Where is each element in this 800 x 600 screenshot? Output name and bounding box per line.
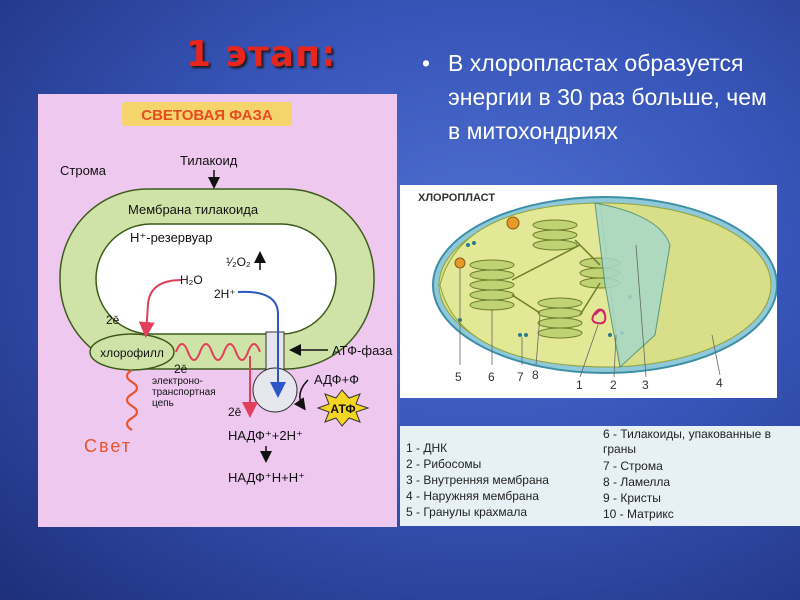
two-e-label-3: 2ē: [228, 405, 242, 419]
granum-2: [532, 219, 578, 251]
legend-item: 8 - Ламелла: [603, 475, 671, 489]
granum-4: [537, 297, 583, 339]
bullet-text: В хлоропластах образуется энергии в 30 р…: [448, 50, 767, 144]
chloroplast-diagram: ХЛОРОПЛАСТ: [400, 185, 777, 398]
stroma-label: Строма: [60, 163, 107, 178]
atp-synthase-head: [252, 367, 298, 413]
etc-label-line1: электроно-: [152, 376, 203, 387]
legend-item: 7 - Строма: [603, 459, 663, 473]
legend-item: 5 - Гранулы крахмала: [406, 505, 528, 519]
legend-item: 3 - Внутренняя мембрана: [406, 473, 549, 487]
h-reservoir-label: Н⁺-резервуар: [130, 230, 212, 245]
chloroplast-number-4: 4: [716, 376, 723, 390]
electron-chain-wave: [175, 343, 261, 361]
leader-lines: [459, 244, 721, 378]
legend-item: 4 - Наружняя мембрана: [406, 489, 539, 503]
bullet-dot: •: [422, 50, 431, 76]
light-phase-diagram: СВЕТОВАЯ ФАЗА Строма Тилакоид Мембрана т…: [38, 94, 397, 527]
atp-star: [316, 389, 370, 427]
dna: [591, 308, 607, 325]
light-wave: [125, 369, 139, 431]
chlorophyll-label: хлорофилл: [100, 346, 164, 360]
atp-phase-label: АТФ-фаза: [332, 343, 393, 358]
chloroplast-number-7: 7: [517, 370, 524, 384]
membrane-label: Мембрана тилакоида: [128, 202, 259, 217]
chloroplast-number-1: 1: [576, 378, 583, 392]
etc-label-line2: транспортная: [152, 387, 216, 398]
atp-synthase-stalk: [265, 331, 285, 371]
two-h-label: 2Н⁺: [214, 287, 236, 301]
electron-path-water: [138, 279, 183, 338]
legend-item: 1 - ДНК: [406, 441, 448, 455]
two-e-label-2: 2ē: [174, 362, 188, 376]
slide-title: 1 этап:: [186, 34, 337, 75]
oxygen-label: ¹⁄₂О₂: [226, 255, 251, 269]
legend-item: 10 - Матрикс: [603, 507, 674, 521]
adp-arrow: [293, 379, 309, 411]
adp-label: АДФ+Ф: [314, 372, 359, 387]
light-phase-svg: СВЕТОВАЯ ФАЗА Строма Тилакоид Мембрана т…: [59, 102, 393, 485]
legend-right-column: 6 - Тилакоиды, упакованные в граны 7 - С…: [603, 427, 799, 522]
chloroplast-heading: ХЛОРОПЛАСТ: [418, 192, 495, 204]
granum-1: [469, 259, 515, 311]
thylakoid-label: Тилакоид: [180, 153, 238, 168]
legend-item: 9 - Кристы: [603, 491, 661, 505]
light-label: Свет: [84, 436, 132, 456]
bullet-point: • В хлоропластах образуется энергии в 30…: [422, 46, 782, 148]
chloroplast-number-5: 5: [455, 370, 462, 384]
two-e-label-1: 2ē: [106, 313, 120, 327]
nadp-label-1: НАДФ⁺+2Н⁺: [228, 428, 303, 443]
chloroplast-svg: ХЛОРОПЛАСТ: [418, 192, 777, 392]
atp-label: АТФ: [330, 402, 355, 416]
starch-granule: [506, 216, 520, 230]
chloroplast-number-6: 6: [488, 370, 495, 384]
legend-item: 2 - Рибосомы: [406, 457, 482, 471]
legend-item: 6 - Тилакоиды, упакованные в граны: [603, 427, 771, 456]
nadp-label-2: НАДФ⁺Н+Н⁺: [228, 470, 305, 485]
starch-granule: [454, 257, 466, 269]
chloroplast-number-3: 3: [642, 378, 649, 392]
chloroplast-number-2: 2: [610, 378, 617, 392]
lamellae: [511, 239, 601, 316]
water-label: Н₂О: [180, 273, 203, 287]
chloroplast-legend: 1 - ДНК 2 - Рибосомы 3 - Внутренняя мемб…: [400, 426, 800, 526]
legend-left-column: 1 - ДНК 2 - Рибосомы 3 - Внутренняя мемб…: [406, 440, 549, 520]
light-phase-heading: СВЕТОВАЯ ФАЗА: [141, 107, 273, 124]
proton-path: [237, 290, 286, 398]
heading-box: [122, 102, 292, 126]
chloroplast-number-8: 8: [532, 368, 539, 382]
etc-label-line3: цепь: [152, 398, 174, 409]
